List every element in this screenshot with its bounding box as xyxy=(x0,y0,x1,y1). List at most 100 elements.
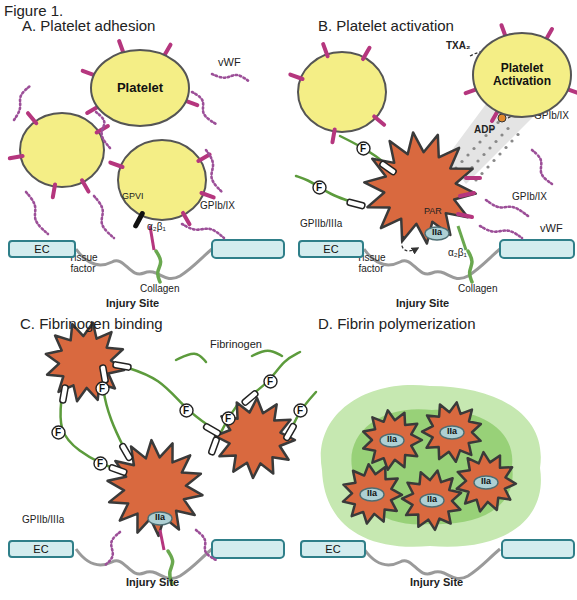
granule-dot xyxy=(486,165,489,168)
granule-dot xyxy=(460,160,463,163)
node-text: F xyxy=(360,143,366,154)
mediator-label: TXA₂ xyxy=(446,40,470,51)
node-shape xyxy=(180,404,193,417)
lining-cell xyxy=(212,540,284,558)
lining-cell xyxy=(500,240,574,258)
integrin-bar xyxy=(119,443,133,462)
site-label: Injury Site xyxy=(106,297,159,309)
injury-surface xyxy=(76,549,212,579)
figure-heading: Figure 1. xyxy=(4,2,63,19)
receptor-label: GPIb/IX xyxy=(512,191,547,202)
ligand-circle: F xyxy=(356,141,371,156)
site-label: Injury Site xyxy=(126,576,179,588)
granule-dot xyxy=(488,146,491,149)
node-text: EC xyxy=(325,543,340,555)
panel-heading: B. Platelet activation xyxy=(318,18,454,35)
node-text: F xyxy=(97,458,103,469)
integrin-bar xyxy=(379,160,397,175)
lining-box: EC xyxy=(298,240,364,258)
node-text: EC xyxy=(323,243,338,255)
lining-cell xyxy=(502,540,574,558)
integrin-bar xyxy=(241,390,259,406)
integrin-bar xyxy=(109,464,128,476)
resting-cell: Platelet xyxy=(90,49,190,127)
node-shape xyxy=(360,488,384,501)
adhesive-strand xyxy=(182,224,224,238)
integrin-bar xyxy=(113,361,132,370)
node-text: IIa xyxy=(427,495,437,505)
site-label: Injury Site xyxy=(410,576,463,588)
receptor-stalk xyxy=(466,176,480,180)
ligand-circle: F xyxy=(51,425,66,440)
node-text: Platelet xyxy=(117,81,163,95)
granule-dot xyxy=(492,159,495,162)
site-label: Injury Site xyxy=(396,297,449,309)
adhesive-strand xyxy=(212,74,250,82)
activated-platelet xyxy=(457,452,516,511)
receptor-label: α₂β₁ xyxy=(448,247,467,258)
receptor-stalk xyxy=(160,530,164,550)
node-shape xyxy=(94,457,107,470)
node-shape xyxy=(264,375,277,388)
node-text: IIa xyxy=(387,435,397,445)
thrombin-oval: IIa xyxy=(424,226,450,241)
activated-platelet xyxy=(343,464,402,523)
activated-platelet xyxy=(402,471,461,530)
receptor-stalk xyxy=(323,44,327,56)
receptor-stalk xyxy=(363,48,370,59)
adhesive-strand xyxy=(26,192,48,234)
granule-dot xyxy=(504,146,507,149)
ligand-circle: F xyxy=(312,180,327,195)
receptor-label: PAR xyxy=(424,207,442,217)
thrombin-oval: IIa xyxy=(147,511,173,526)
site-label: Collagen xyxy=(458,283,497,294)
node-shape xyxy=(473,33,571,117)
node-shape xyxy=(420,494,444,507)
node-shape xyxy=(294,404,307,417)
receptor-stalk xyxy=(201,193,213,197)
matrix-fiber xyxy=(468,251,472,282)
adhesive-strand xyxy=(192,92,216,124)
node-text: F xyxy=(55,427,61,438)
signal-arrow xyxy=(402,236,418,251)
resting-platelet xyxy=(298,52,386,132)
protein-strand xyxy=(122,366,212,428)
site-label: Collagen xyxy=(140,283,179,294)
node-text: F xyxy=(183,405,189,416)
integrin-bar xyxy=(208,437,220,456)
thrombin-oval: IIa xyxy=(419,493,445,508)
mediator-label: ADP xyxy=(474,124,495,135)
lining-box: EC xyxy=(8,540,74,558)
granule-dot xyxy=(494,140,497,143)
node-text: F xyxy=(267,376,273,387)
thrombin-oval: IIa xyxy=(439,425,465,440)
node-text: F xyxy=(99,383,105,394)
granule-dot xyxy=(478,140,481,143)
receptor-label: GPIIb/IIIa xyxy=(300,218,342,229)
granule-dot xyxy=(510,139,513,142)
integrin-bar xyxy=(59,385,68,404)
ligand-circle: F xyxy=(221,411,236,426)
lining-cell xyxy=(212,240,284,258)
thrombin-oval: IIa xyxy=(473,475,499,490)
node-shape xyxy=(425,227,449,240)
receptor-stalk xyxy=(290,75,302,79)
adhesive-strand xyxy=(196,530,216,560)
receptor-stalk xyxy=(10,156,23,158)
integrin-bar xyxy=(283,423,297,442)
factor-label: vWF xyxy=(218,56,241,68)
lining-box: EC xyxy=(8,240,76,258)
protein-strand xyxy=(176,354,206,362)
node-text: Platelet Activation xyxy=(482,62,562,88)
thrombin-oval: IIa xyxy=(379,433,405,448)
panel-heading: A. Platelet adhesion xyxy=(22,18,155,35)
node-text: IIa xyxy=(447,427,457,437)
ligand-circle: F xyxy=(263,374,278,389)
protein-strand xyxy=(250,352,300,396)
receptor-stalk xyxy=(458,226,466,250)
receptor-stalk xyxy=(332,129,334,142)
adhesive-strand xyxy=(14,86,30,120)
ligand-circle: F xyxy=(293,403,308,418)
adhesive-strand xyxy=(206,150,222,192)
